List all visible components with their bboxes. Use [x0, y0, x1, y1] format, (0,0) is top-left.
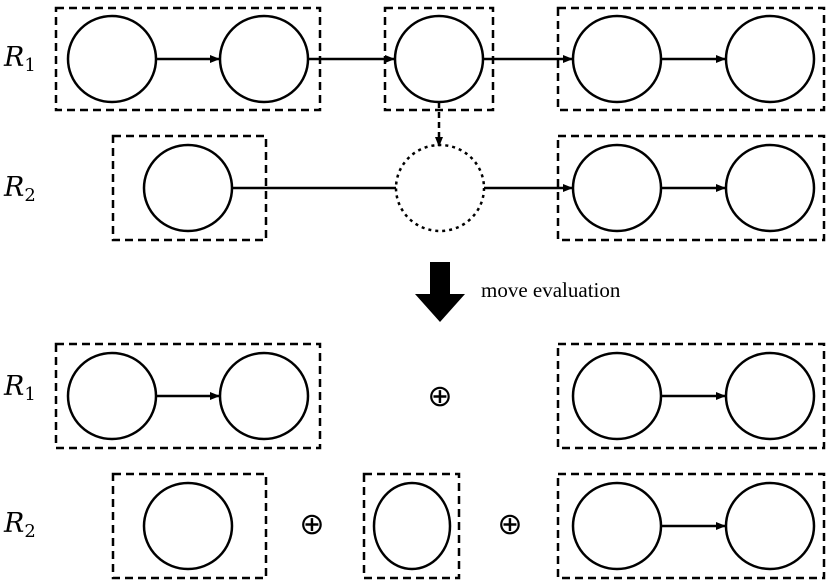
r2-result-node-1 [142, 481, 234, 571]
r1-result-node-2 [218, 351, 310, 441]
r1-result-node-4 [724, 351, 816, 441]
r2-result-node-2 [571, 481, 663, 571]
r2-result-node-3 [724, 481, 816, 571]
bottom-row2-label: R2 [4, 510, 36, 541]
r1-node-5 [724, 14, 816, 104]
oplus-icon: ⊕ [497, 507, 523, 542]
r2-node-2 [571, 143, 663, 233]
r2-inserted-node-placeholder [394, 143, 486, 233]
r1-result-box-1 [54, 342, 322, 450]
r1-result-node-3 [571, 351, 663, 441]
r1-segment-box-2 [383, 6, 495, 112]
r1-result-node-1 [66, 351, 158, 441]
top-row1-label-index: 1 [24, 55, 36, 76]
bottom-row1-label-letter: R [4, 371, 25, 402]
r2-result-box-2 [362, 472, 461, 580]
r1-result-box-2 [556, 342, 826, 450]
r2-node-3 [724, 143, 816, 233]
transition-arrow-icon [415, 262, 465, 322]
bottom-row2-label-letter: R [4, 508, 25, 539]
bottom-row2-label-index: 2 [24, 521, 36, 542]
top-row1-label: R1 [4, 44, 36, 75]
top-row2-label: R2 [4, 174, 36, 205]
r2-segment-box-2 [556, 134, 826, 242]
bottom-row1-label: R1 [4, 373, 36, 404]
r1-node-3 [393, 14, 485, 104]
r2-segment-box-1 [111, 134, 268, 242]
r2-result-node-inserted [372, 481, 452, 571]
r2-result-box-3 [556, 472, 826, 580]
oplus-icon: ⊕ [299, 507, 325, 542]
transition-caption: move evaluation [481, 278, 621, 302]
r1-node-4 [571, 14, 663, 104]
top-row2-label-letter: R [4, 172, 25, 203]
r2-result-box-1 [111, 472, 268, 580]
oplus-icon: ⊕ [427, 379, 453, 414]
r2-node-1 [142, 143, 234, 233]
bottom-row1-label-index: 1 [24, 384, 36, 405]
top-row1-label-letter: R [4, 42, 25, 73]
r1-node-2 [218, 14, 310, 104]
top-row2-label-index: 2 [24, 185, 36, 206]
r1-node-1 [66, 14, 158, 104]
r1-segment-box-3 [556, 6, 826, 112]
